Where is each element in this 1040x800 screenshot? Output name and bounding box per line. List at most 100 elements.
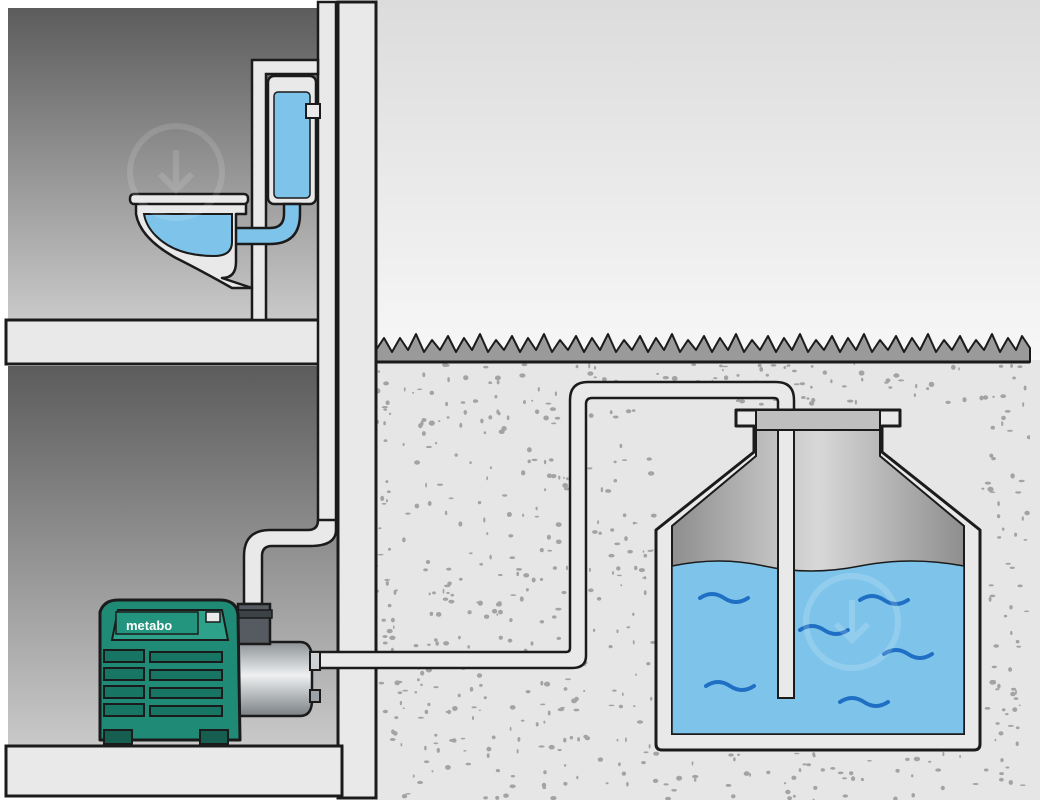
soil-speckle: [417, 780, 423, 785]
soil-speckle: [722, 368, 724, 372]
soil-speckle: [442, 588, 445, 594]
soil-speckle: [563, 487, 570, 491]
soil-speckle: [632, 612, 635, 616]
soil-speckle: [429, 611, 434, 617]
basement-floor: [4, 744, 344, 798]
soil-speckle: [429, 390, 435, 395]
soil-speckle: [503, 793, 509, 798]
soil-speckle: [473, 399, 478, 403]
soil-speckle: [414, 691, 418, 694]
soil-speckle: [587, 371, 594, 376]
soil-speckle: [722, 365, 728, 368]
soil-speckle: [785, 789, 791, 795]
soil-speckle: [527, 459, 531, 464]
soil-speckle: [1009, 605, 1013, 610]
soil-speckle: [893, 796, 898, 800]
soil-speckle: [548, 744, 555, 750]
soil-speckle: [608, 553, 615, 558]
soil-speckle: [523, 573, 530, 578]
soil-speckle: [650, 640, 656, 644]
soil-speckle: [560, 706, 565, 709]
soil-speckle: [531, 458, 538, 462]
soil-speckle: [417, 716, 424, 719]
soil-speckle: [446, 416, 450, 419]
soil-speckle: [854, 399, 858, 405]
soil-speckle: [822, 370, 827, 375]
soil-speckle: [445, 710, 452, 714]
riser-pipe: [316, 0, 338, 532]
soil-speckle: [813, 785, 818, 790]
grass-icon: [375, 333, 1031, 363]
soil-speckle: [749, 773, 752, 777]
soil-speckle: [791, 775, 797, 780]
soil-speckle: [417, 678, 420, 682]
soil-speckle: [1008, 667, 1013, 672]
soil-speckle: [450, 593, 455, 597]
soil-speckle: [671, 376, 678, 381]
soil-speckle: [988, 584, 994, 587]
soil-speckle: [557, 748, 562, 752]
soil-speckle: [787, 796, 792, 800]
soil-speckle: [993, 644, 999, 648]
soil-speckle: [597, 757, 604, 762]
soil-speckle: [1015, 689, 1017, 695]
soil-speckle: [548, 458, 554, 462]
soil-speckle: [446, 591, 450, 595]
soil-speckle: [402, 442, 405, 447]
soil-speckle: [691, 761, 694, 766]
soil-speckle: [618, 704, 624, 709]
soil-speckle: [422, 372, 426, 378]
soil-speckle: [381, 502, 387, 505]
soil-speckle: [806, 763, 811, 767]
soil-speckle: [502, 494, 508, 497]
soil-speckle: [1015, 640, 1020, 644]
soil-speckle: [539, 547, 544, 553]
soil-speckle: [460, 401, 466, 404]
soil-speckle: [940, 785, 945, 791]
soil-speckle: [569, 736, 574, 740]
soil-speckle: [547, 549, 552, 552]
soil-speckle: [561, 590, 567, 595]
soil-speckle: [377, 370, 381, 373]
soil-speckle: [383, 408, 388, 411]
soil-speckle: [525, 690, 531, 694]
soil-speckle: [990, 425, 995, 430]
soil-speckle: [420, 683, 423, 687]
soil-speckle: [650, 696, 653, 701]
soil-speckle: [519, 596, 524, 602]
soil-speckle: [478, 709, 481, 712]
soil-speckle: [613, 460, 617, 464]
soil-speckle: [663, 783, 669, 786]
soil-speckle: [389, 738, 396, 741]
soil-speckle: [1004, 410, 1011, 413]
soil-speckle: [420, 670, 425, 676]
soil-speckle: [798, 768, 802, 773]
soil-speckle: [384, 578, 391, 581]
soil-speckle: [1001, 527, 1005, 531]
soil-speckle: [397, 691, 403, 694]
soil-speckle: [998, 731, 1004, 736]
soil-speckle: [413, 644, 419, 648]
soil-speckle: [509, 705, 516, 710]
soil-speckle: [489, 466, 492, 470]
soil-speckle: [620, 584, 623, 587]
soil-speckle: [641, 761, 646, 765]
soil-speckle: [1005, 713, 1009, 716]
soil-speckle: [935, 768, 942, 772]
soil-speckle: [1010, 363, 1013, 368]
soil-speckle: [519, 373, 526, 378]
soil-speckle: [486, 753, 490, 759]
soil-speckle: [544, 681, 551, 687]
soil-speckle: [1018, 479, 1025, 483]
soil-speckle: [625, 737, 627, 743]
soil-speckle: [984, 481, 992, 485]
soil-speckle: [516, 568, 522, 571]
soil-speckle: [436, 483, 444, 486]
soil-speckle: [463, 410, 468, 415]
soil-speckle: [388, 547, 391, 551]
soil-speckle: [496, 380, 500, 385]
soil-speckle: [988, 596, 992, 602]
pump-brand-label: metabo: [126, 618, 172, 633]
soil-speckle: [728, 753, 734, 757]
soil-speckle: [648, 744, 651, 749]
